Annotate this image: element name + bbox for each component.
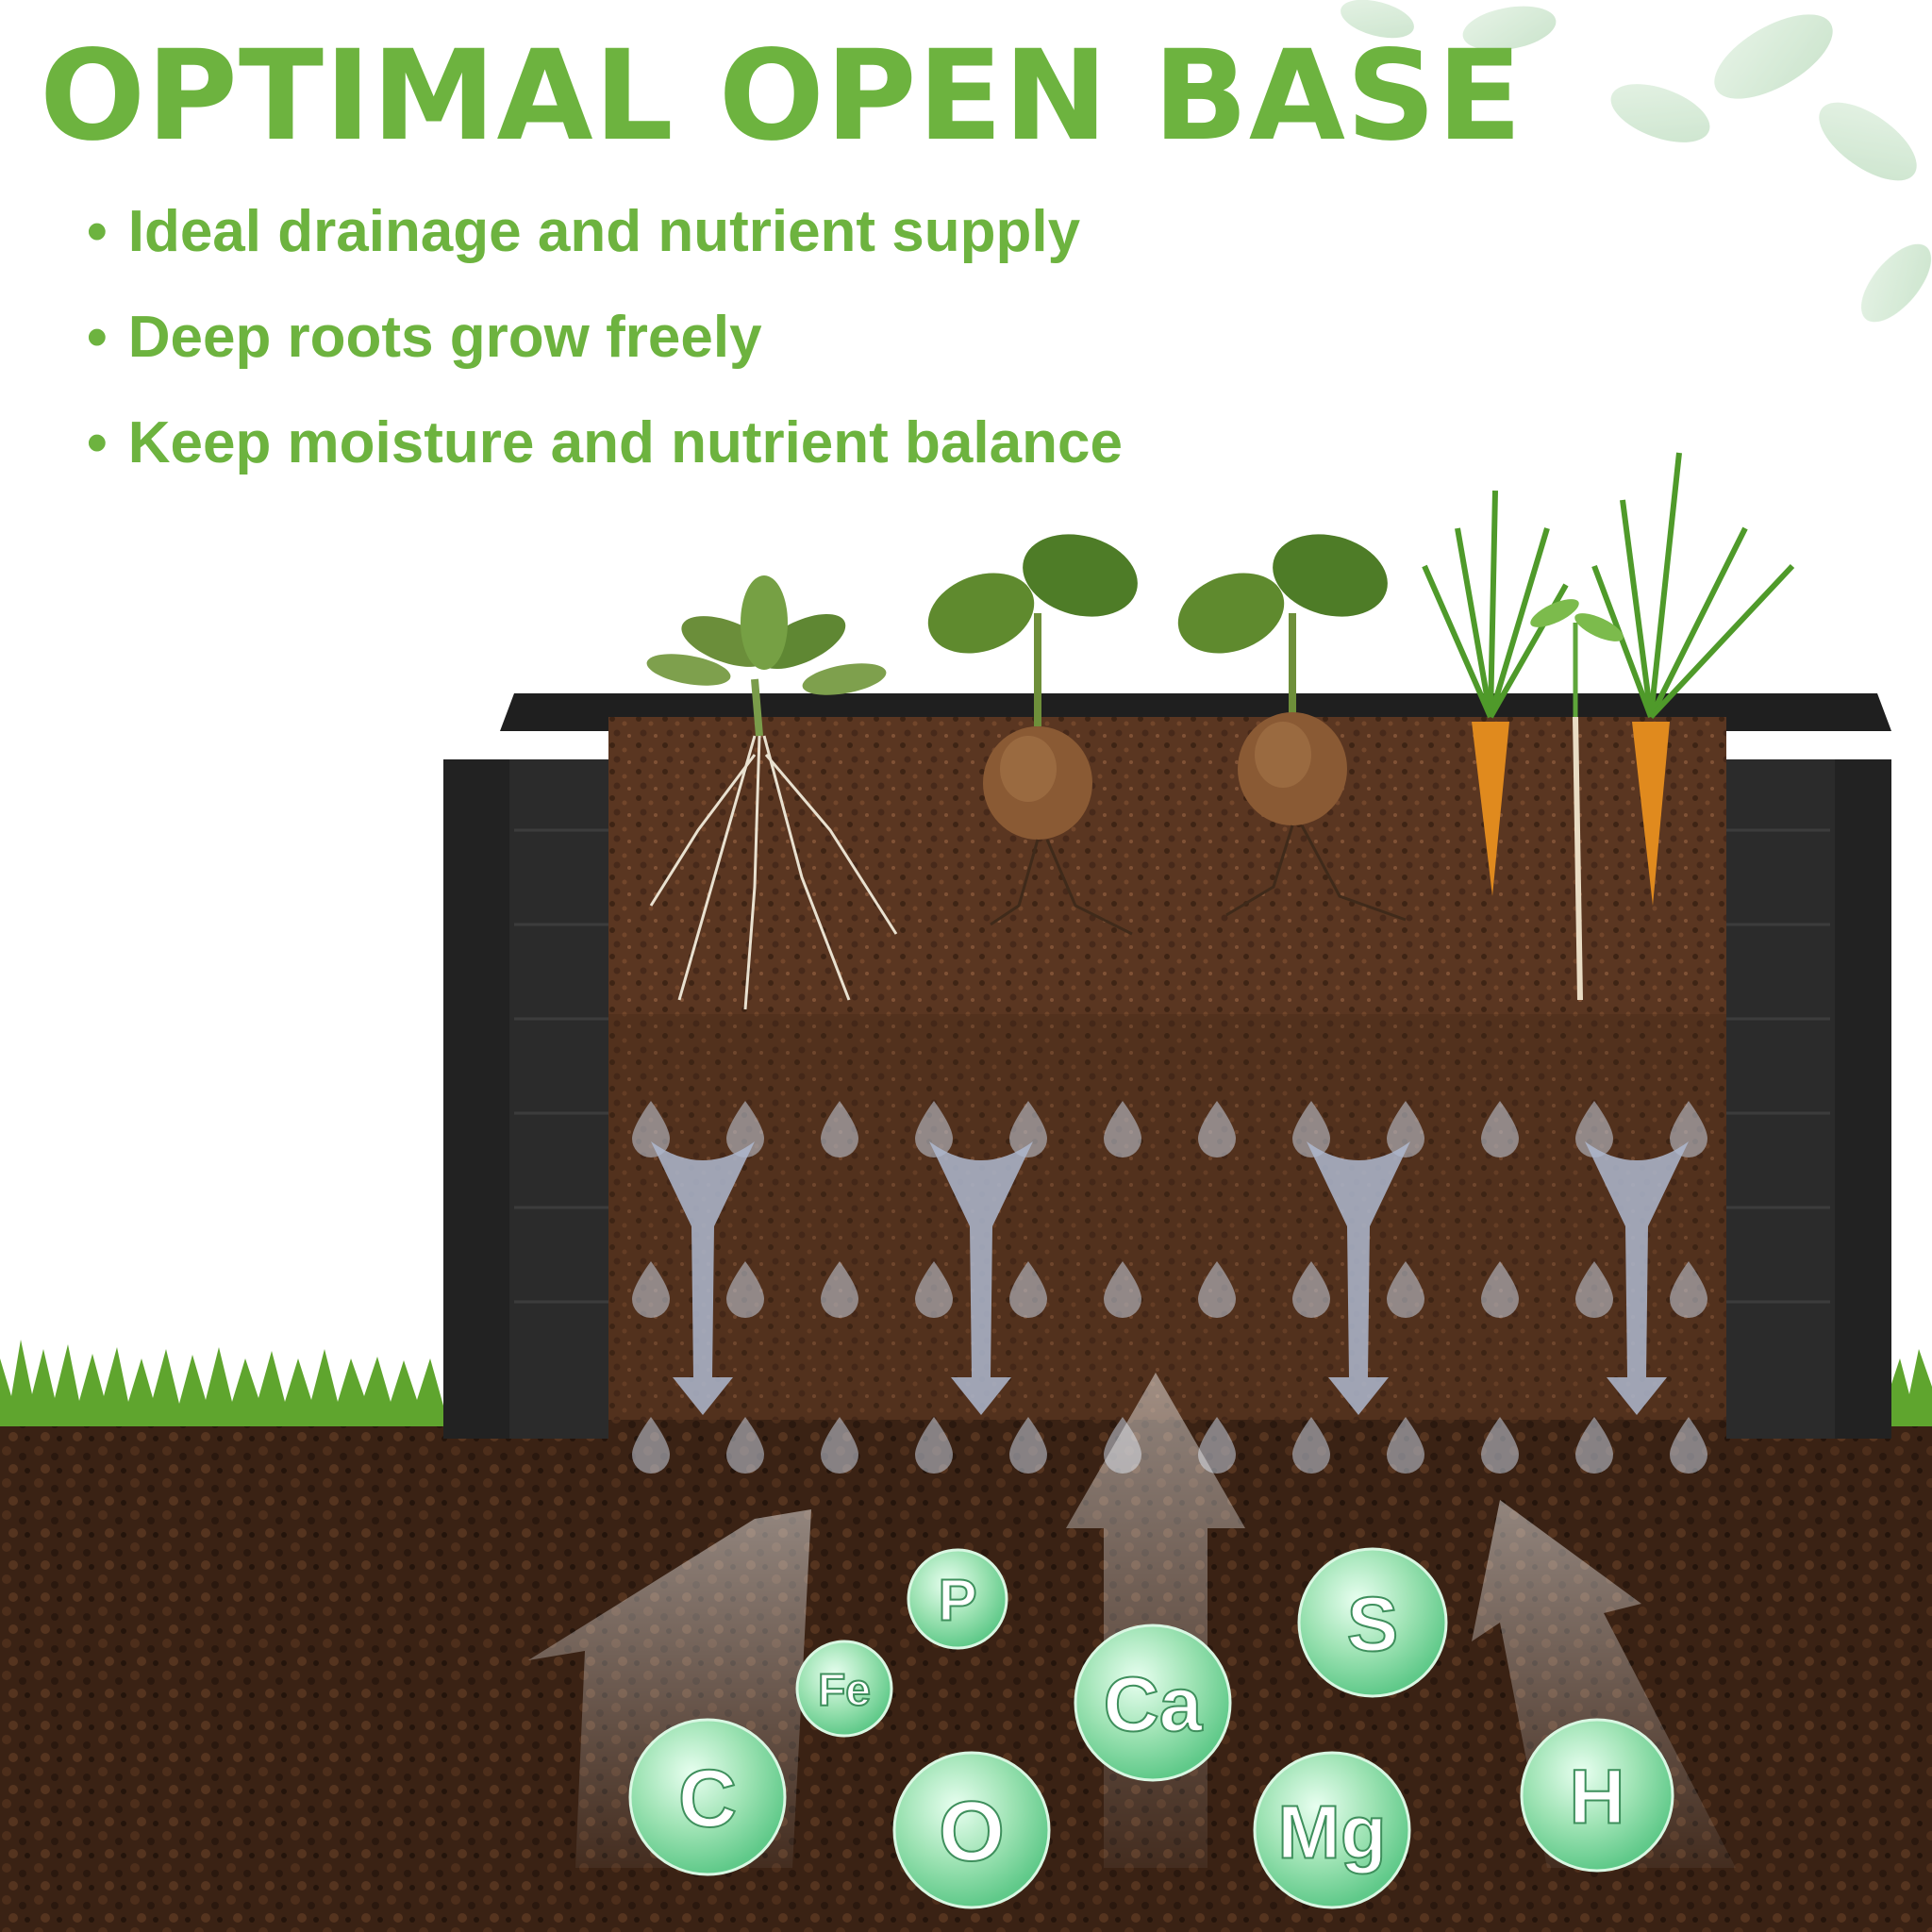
bullet-dot: •	[87, 199, 108, 264]
water-drop-icon	[726, 1261, 764, 1318]
nutrient-bubbles: P FeC O Ca S Mg H	[628, 1547, 1674, 1909]
feature-text: Deep roots grow freely	[127, 305, 762, 370]
water-drop-icon	[1292, 1417, 1330, 1474]
water-drop-icon	[1387, 1101, 1424, 1158]
water-drop-icon	[1198, 1261, 1236, 1318]
nutrient-label: Mg	[1277, 1790, 1387, 1874]
water-drop-icon	[1198, 1417, 1236, 1474]
feature-list: • Ideal drainage and nutrient supply • Dee…	[87, 179, 1123, 496]
water-flow-arrows	[651, 1141, 1689, 1415]
water-drop-icon	[1009, 1101, 1047, 1158]
raised-bed-frame	[443, 693, 1891, 1439]
feature-text: Keep moisture and nutrient balance	[127, 410, 1123, 475]
arrow-down-icon	[929, 1141, 1033, 1415]
grass	[0, 1340, 1932, 1426]
plant-tuber-2	[1177, 534, 1407, 922]
nutrient-bubble: C	[628, 1718, 787, 1876]
water-drop-icon	[632, 1101, 670, 1158]
feature-item: • Keep moisture and nutrient balance	[87, 391, 1123, 496]
water-drop-icon	[915, 1417, 953, 1474]
water-drop-icon	[1575, 1261, 1613, 1318]
water-drop-icon	[1670, 1261, 1707, 1318]
nutrient-bubble: S	[1297, 1547, 1448, 1698]
nutrient-label: H	[1569, 1755, 1624, 1840]
water-drop-icon	[1575, 1417, 1613, 1474]
feature-text: Ideal drainage and nutrient supply	[127, 199, 1081, 264]
water-drop-icon	[1481, 1101, 1519, 1158]
water-drop-icon	[726, 1417, 764, 1474]
water-drop-icon	[821, 1101, 858, 1158]
plant-tuber-1	[927, 534, 1138, 936]
bullet-dot: •	[87, 305, 108, 370]
nutrient-bubble: Fe	[795, 1640, 893, 1738]
nutrient-label: Ca	[1104, 1662, 1204, 1748]
water-drops	[632, 1101, 1707, 1474]
nutrient-bubble: O	[892, 1751, 1051, 1909]
water-drop-icon	[1292, 1261, 1330, 1318]
water-drop-icon	[1104, 1101, 1141, 1158]
nutrient-bubble: Mg	[1253, 1751, 1411, 1909]
nutrient-label: C	[678, 1754, 737, 1844]
nutrient-bubble: H	[1520, 1718, 1674, 1873]
bullet-dot: •	[87, 410, 108, 475]
water-drop-icon	[632, 1417, 670, 1474]
arrow-down-icon	[651, 1141, 755, 1415]
nutrient-label: P	[938, 1569, 976, 1634]
water-drop-icon	[1009, 1261, 1047, 1318]
water-drop-icon	[1575, 1101, 1613, 1158]
feature-item: • Ideal drainage and nutrient supply	[87, 179, 1123, 285]
headline: OPTIMAL OPEN BASE	[40, 24, 1524, 169]
water-drop-icon	[1481, 1261, 1519, 1318]
water-drop-icon	[1292, 1101, 1330, 1158]
feature-item: • Deep roots grow freely	[87, 285, 1123, 391]
water-drop-icon	[821, 1261, 858, 1318]
water-drop-icon	[915, 1261, 953, 1318]
water-drop-icon	[1104, 1261, 1141, 1318]
water-drop-icon	[726, 1101, 764, 1158]
water-drop-icon	[915, 1101, 953, 1158]
water-drop-icon	[1670, 1417, 1707, 1474]
water-drop-icon	[1481, 1417, 1519, 1474]
plant-carrot-2	[1591, 452, 1795, 906]
water-drop-icon	[1387, 1261, 1424, 1318]
plant-root-seedling	[1530, 599, 1624, 1001]
water-drop-icon	[632, 1261, 670, 1318]
nutrient-bubble: P	[907, 1548, 1008, 1650]
water-drop-icon	[1198, 1101, 1236, 1158]
water-drop-icon	[1009, 1417, 1047, 1474]
nutrient-bubble: Ca	[1074, 1624, 1232, 1782]
plant-leafy-seedling	[646, 575, 898, 1010]
water-drop-icon	[1387, 1417, 1424, 1474]
bed-soil	[608, 717, 1726, 1420]
water-drop-icon	[821, 1417, 858, 1474]
arrow-down-icon	[1307, 1141, 1410, 1415]
nutrient-label: S	[1347, 1582, 1399, 1668]
water-drop-icon	[1670, 1101, 1707, 1158]
nutrient-label: O	[939, 1785, 1005, 1879]
arrow-down-icon	[1585, 1141, 1689, 1415]
decorative-leaves	[1341, 0, 1932, 323]
nutrient-label: Fe	[818, 1666, 871, 1716]
